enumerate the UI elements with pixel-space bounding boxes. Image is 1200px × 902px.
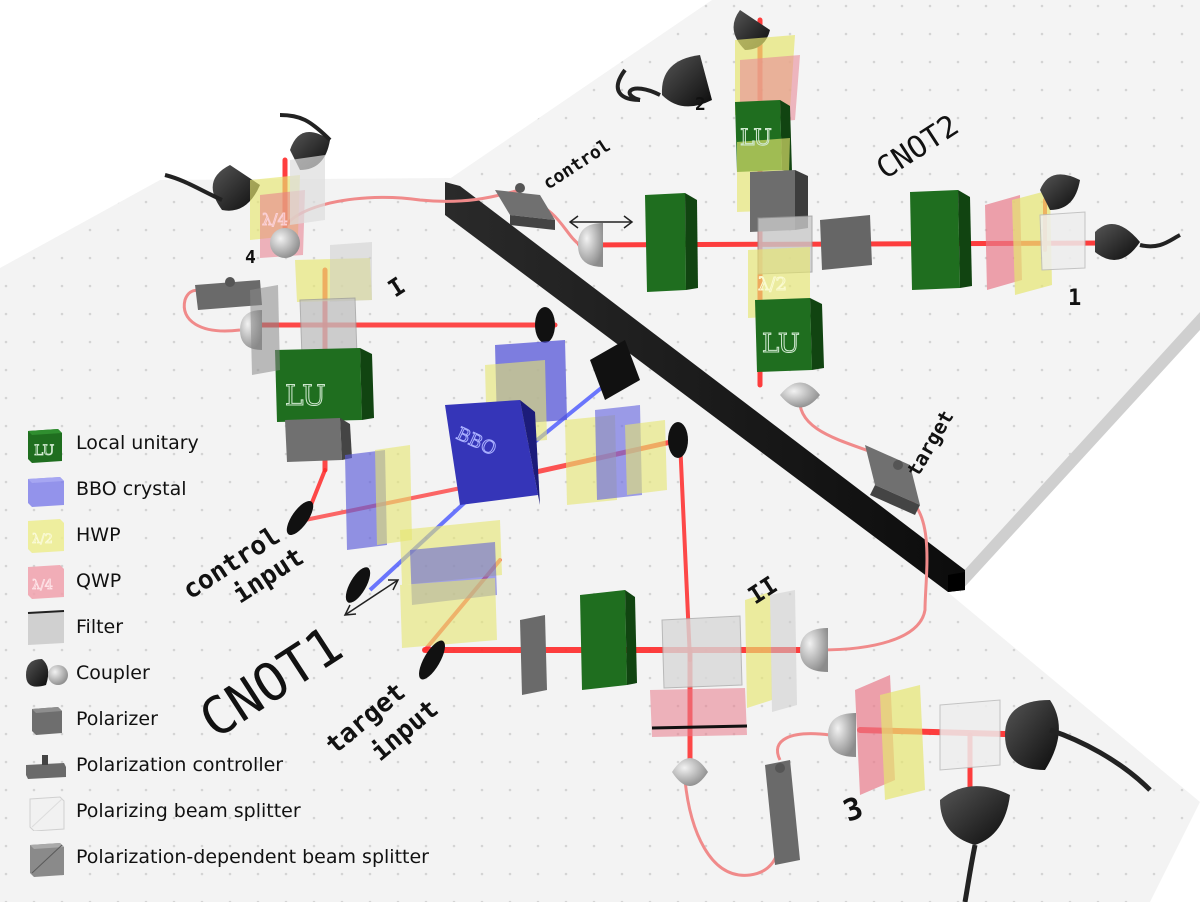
coupler-icon bbox=[26, 659, 68, 687]
pbs-icon bbox=[29, 796, 65, 831]
svg-text:LU: LU bbox=[34, 443, 55, 459]
hwp-icon: λ/2 bbox=[28, 519, 64, 553]
lu-label-cnot2-top: LU bbox=[740, 126, 772, 151]
qwp-label-cnot1: λ/4 bbox=[262, 210, 288, 229]
cnot1-components bbox=[164, 113, 1152, 902]
legend-item-polarizing-beam-splitter: Polarizing beam splitter bbox=[22, 788, 462, 834]
legend-label: QWP bbox=[76, 570, 122, 592]
cnot2-components bbox=[495, 10, 1181, 515]
lu-label-cnot1: LU bbox=[285, 379, 326, 412]
lu-label-cnot2-bottom: LU bbox=[762, 329, 800, 359]
qwp-icon: λ/4 bbox=[28, 565, 64, 599]
pdbs-icon bbox=[30, 843, 64, 877]
legend-item-hwp: λ/2 HWP bbox=[22, 512, 462, 558]
detector-2-label: 2 bbox=[695, 94, 706, 115]
legend-item-filter: Filter bbox=[22, 604, 462, 650]
hwp-label-cnot2: λ/2 bbox=[758, 274, 787, 295]
legend-label: BBO crystal bbox=[76, 478, 187, 500]
legend-item-bbo-crystal: BBO crystal bbox=[22, 466, 462, 512]
table-cnot2 bbox=[445, 0, 1200, 592]
polarizer-icon bbox=[32, 707, 62, 735]
legend-label: Polarization-dependent beam splitter bbox=[76, 846, 429, 868]
filter-icon bbox=[27, 610, 65, 645]
legend-item-qwp: λ/4 QWP bbox=[22, 558, 462, 604]
legend-label: Polarizer bbox=[76, 708, 158, 730]
detector-1-label: 1 bbox=[1068, 286, 1081, 311]
svg-text:λ/4: λ/4 bbox=[32, 578, 53, 593]
legend-label: Coupler bbox=[76, 662, 150, 684]
legend: LU Local unitary BBO crystal λ/2 HWP λ/4… bbox=[22, 420, 462, 880]
legend-label: Polarizing beam splitter bbox=[76, 800, 301, 822]
legend-label: Polarization controller bbox=[76, 754, 284, 776]
svg-text:λ/2: λ/2 bbox=[32, 532, 53, 547]
legend-item-local-unitary: LU Local unitary bbox=[22, 420, 462, 466]
legend-label: Local unitary bbox=[76, 432, 199, 454]
legend-item-polarizer: Polarizer bbox=[22, 696, 462, 742]
polarization-controller-icon bbox=[26, 755, 66, 779]
local-unitary-icon: LU bbox=[28, 429, 62, 463]
detector-4-label: 4 bbox=[245, 247, 256, 268]
legend-item-polarization-dependent-beam-splitter: Polarization-dependent beam splitter bbox=[22, 834, 462, 880]
separator-wall bbox=[445, 182, 965, 592]
legend-item-coupler: Coupler bbox=[22, 650, 462, 696]
legend-item-polarization-controller: Polarization controller bbox=[22, 742, 462, 788]
bbo-crystal-icon bbox=[28, 477, 64, 507]
legend-label: HWP bbox=[76, 524, 121, 546]
legend-label: Filter bbox=[76, 616, 124, 638]
